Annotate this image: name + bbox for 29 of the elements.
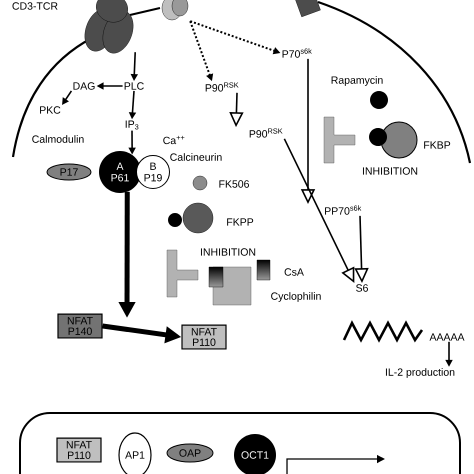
protein-box: NFAT P110 — [56, 438, 102, 463]
text-label: IP$_{3}$ — [126, 120, 138, 130]
text-label: INHIBITION — [200, 248, 256, 256]
text-label: PLC — [124, 82, 144, 90]
text-label: P70$^{s6k}$ — [282, 48, 312, 58]
text-label: FKBP — [424, 141, 450, 149]
text-label: DAG — [73, 82, 95, 90]
text-label: P90$^{RSK}$ — [206, 82, 239, 92]
protein-box: NFAT P110 — [181, 324, 227, 350]
text-label: CD3-TCR — [12, 2, 58, 10]
nucleus-box — [19, 412, 461, 474]
receptor-drawing — [162, 0, 188, 20]
text-label: Calmodulin — [32, 135, 84, 143]
text-label: AAAAA — [430, 333, 464, 341]
text-label: PP70$^{s6k}$ — [325, 205, 362, 215]
text-label: P90$^{RSK}$ — [250, 128, 283, 138]
text-label: INHIBITION — [362, 167, 418, 175]
receptor-drawing — [84, 0, 134, 54]
text-label: FK506 — [219, 180, 249, 188]
text-label: IL-2 production — [386, 368, 454, 378]
text-label: Ca$^{++}$ — [163, 136, 184, 144]
protein-box: NFAT P140 — [57, 313, 103, 339]
text-label: Cyclophilin — [271, 292, 321, 302]
text-label: FKPP — [227, 218, 254, 226]
text-label: S6 — [356, 284, 368, 292]
text-label: Rapamycin — [332, 76, 383, 86]
text-label: CsA — [284, 268, 304, 276]
text-label: Calcineurin — [170, 153, 222, 161]
text-label: PKC — [40, 106, 60, 114]
